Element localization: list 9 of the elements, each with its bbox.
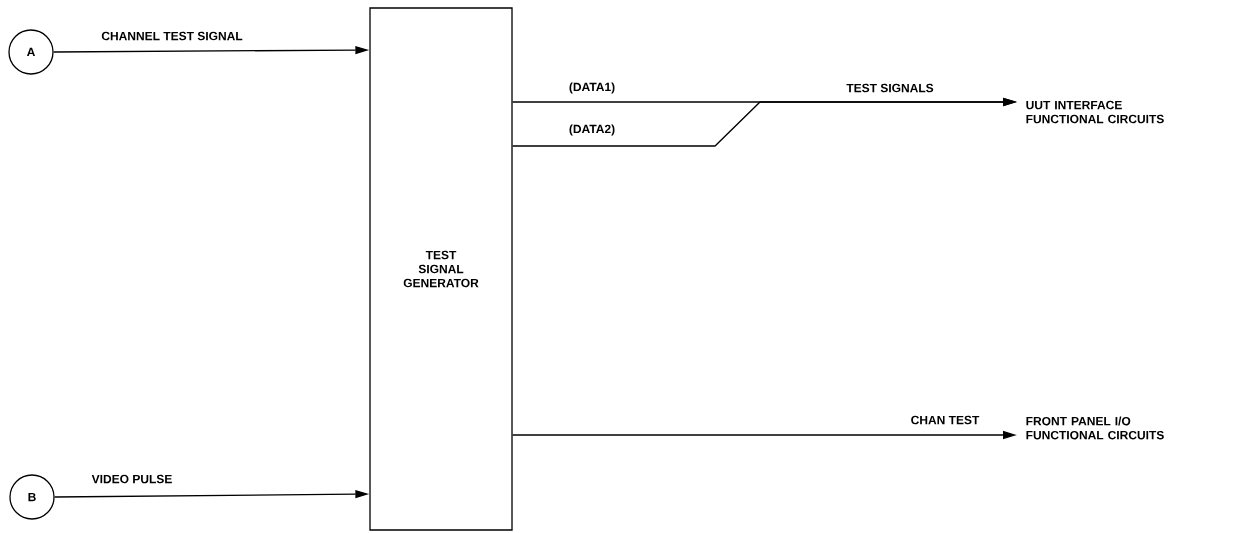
edge-label: CHAN TEST — [911, 415, 980, 425]
edge-label: CHANNEL TEST SIGNAL — [101, 31, 243, 41]
destination-label: FRONT PANEL I/O FUNCTIONAL CIRCUITS — [1026, 416, 1164, 440]
generator-box: TEST SIGNAL GENERATOR — [369, 7, 513, 531]
destination-label: UUT INTERFACE FUNCTIONAL CIRCUITS — [1026, 100, 1164, 124]
signal-label: TEST SIGNALS — [846, 83, 934, 93]
edge-label: (DATA2) — [569, 124, 615, 136]
edge-label: (DATA1) — [569, 82, 615, 94]
edge-label: VIDEO PULSE — [91, 474, 172, 484]
